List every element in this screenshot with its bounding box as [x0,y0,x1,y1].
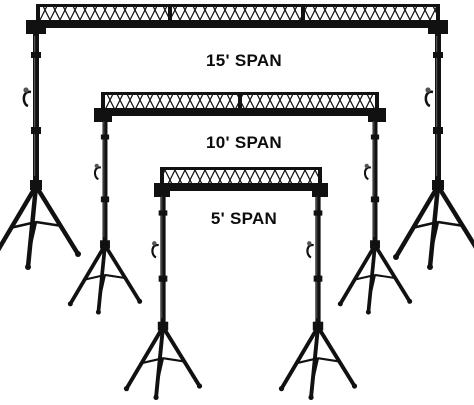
span-5-truss [154,167,328,197]
span-15-left-stand [0,32,81,270]
span-15-assembly [0,4,474,270]
span-5-label: 5' SPAN [211,209,277,228]
span-10-assembly [68,92,412,315]
span-10-left-stand [68,118,142,315]
span-10-right-stand [338,118,412,315]
span-10-truss [94,92,386,122]
span-15-truss [26,4,448,34]
span-15-right-stand [393,32,474,270]
span-10-label: 10' SPAN [206,133,282,152]
span-5-assembly [124,167,357,400]
span-15-label: 15' SPAN [206,51,282,70]
